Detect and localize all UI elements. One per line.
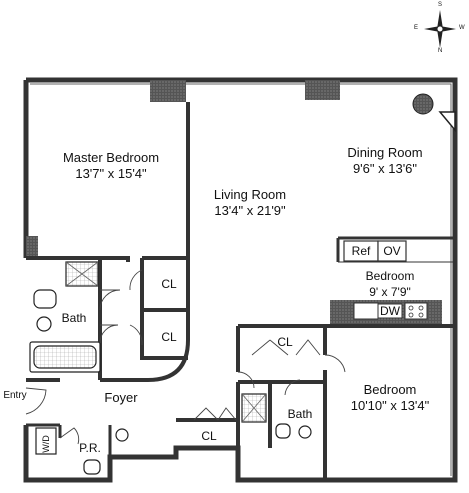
bedroom3-size: 10'10" x 13'4" xyxy=(350,398,430,413)
bedroom-walls xyxy=(176,324,455,480)
master-bedroom-size: 13'7" x 15'4" xyxy=(75,166,147,181)
wall-corner xyxy=(438,111,456,133)
compass-n: N xyxy=(438,48,443,54)
closet1-label: CL xyxy=(161,277,177,291)
powder-room-label: P.R. xyxy=(79,441,101,455)
closet2-label: CL xyxy=(161,330,177,344)
entry-label: Entry xyxy=(3,390,27,401)
ref-label: Ref xyxy=(351,244,371,258)
dishwasher-label: DW xyxy=(380,304,400,318)
compass-icon xyxy=(424,10,456,48)
entry-door xyxy=(25,387,80,445)
exterior-walls xyxy=(23,77,458,483)
living-room-name: Living Room xyxy=(213,187,287,202)
bedroom2-name: Bedroom xyxy=(365,269,415,283)
column xyxy=(305,80,340,100)
washer-dryer-label: W/D xyxy=(41,435,51,453)
compass-e: E xyxy=(414,25,419,31)
bath2-label: Bath xyxy=(287,407,313,421)
powder-room xyxy=(26,423,112,480)
foyer-label: Foyer xyxy=(104,390,138,405)
bath1-label: Bath xyxy=(61,311,87,325)
closet4-label: CL xyxy=(201,429,217,443)
dining-room-name: Dining Room xyxy=(347,145,423,160)
column-round xyxy=(412,93,434,115)
powder-fixtures xyxy=(35,427,129,475)
compass-w: W xyxy=(459,25,465,31)
living-room-size: 13'4" x 21'9" xyxy=(214,203,286,218)
bath2-fixtures xyxy=(241,393,312,439)
column xyxy=(26,236,38,260)
door-swings-2 xyxy=(193,339,346,421)
kitchen xyxy=(330,236,455,324)
door-swings xyxy=(99,269,143,346)
closet3-label: CL xyxy=(277,335,293,349)
oven-label: OV xyxy=(383,244,401,258)
column xyxy=(150,80,186,102)
master-bedroom-name: Master Bedroom xyxy=(62,150,160,165)
dining-room-size: 9'6" x 13'6" xyxy=(352,161,418,176)
compass-s: S xyxy=(438,2,443,8)
bedroom3-name: Bedroom xyxy=(363,382,417,397)
bedroom2-size: 9' x 7'9" xyxy=(369,285,411,299)
master-bath-fixtures xyxy=(29,261,101,373)
